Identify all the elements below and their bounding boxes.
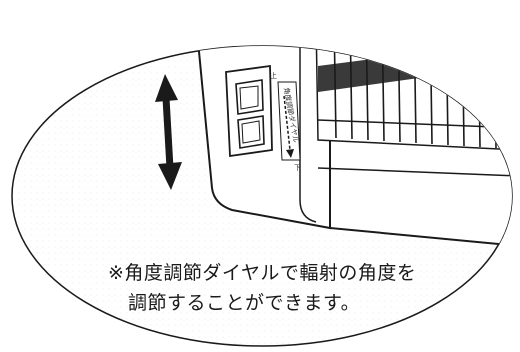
caption-line-2: 調節することができます。 xyxy=(128,292,361,314)
dial-top-mark: 上 xyxy=(270,71,277,80)
dial-scale-arrow xyxy=(283,95,291,151)
dial-button-lower xyxy=(237,115,265,149)
angle-dial xyxy=(225,64,273,158)
dial-bottom-mark: 下 xyxy=(294,164,301,172)
heater-body-lower-edge xyxy=(317,167,512,177)
caption-line-1: ※角度調節ダイヤルで輻射の角度を xyxy=(108,262,417,284)
double-vertical-arrow-icon xyxy=(155,74,182,190)
end-cap-edge xyxy=(299,46,317,223)
dial-indicator: 上 下 角度調節ダイヤル xyxy=(270,71,301,172)
dial-button-upper xyxy=(235,79,264,115)
